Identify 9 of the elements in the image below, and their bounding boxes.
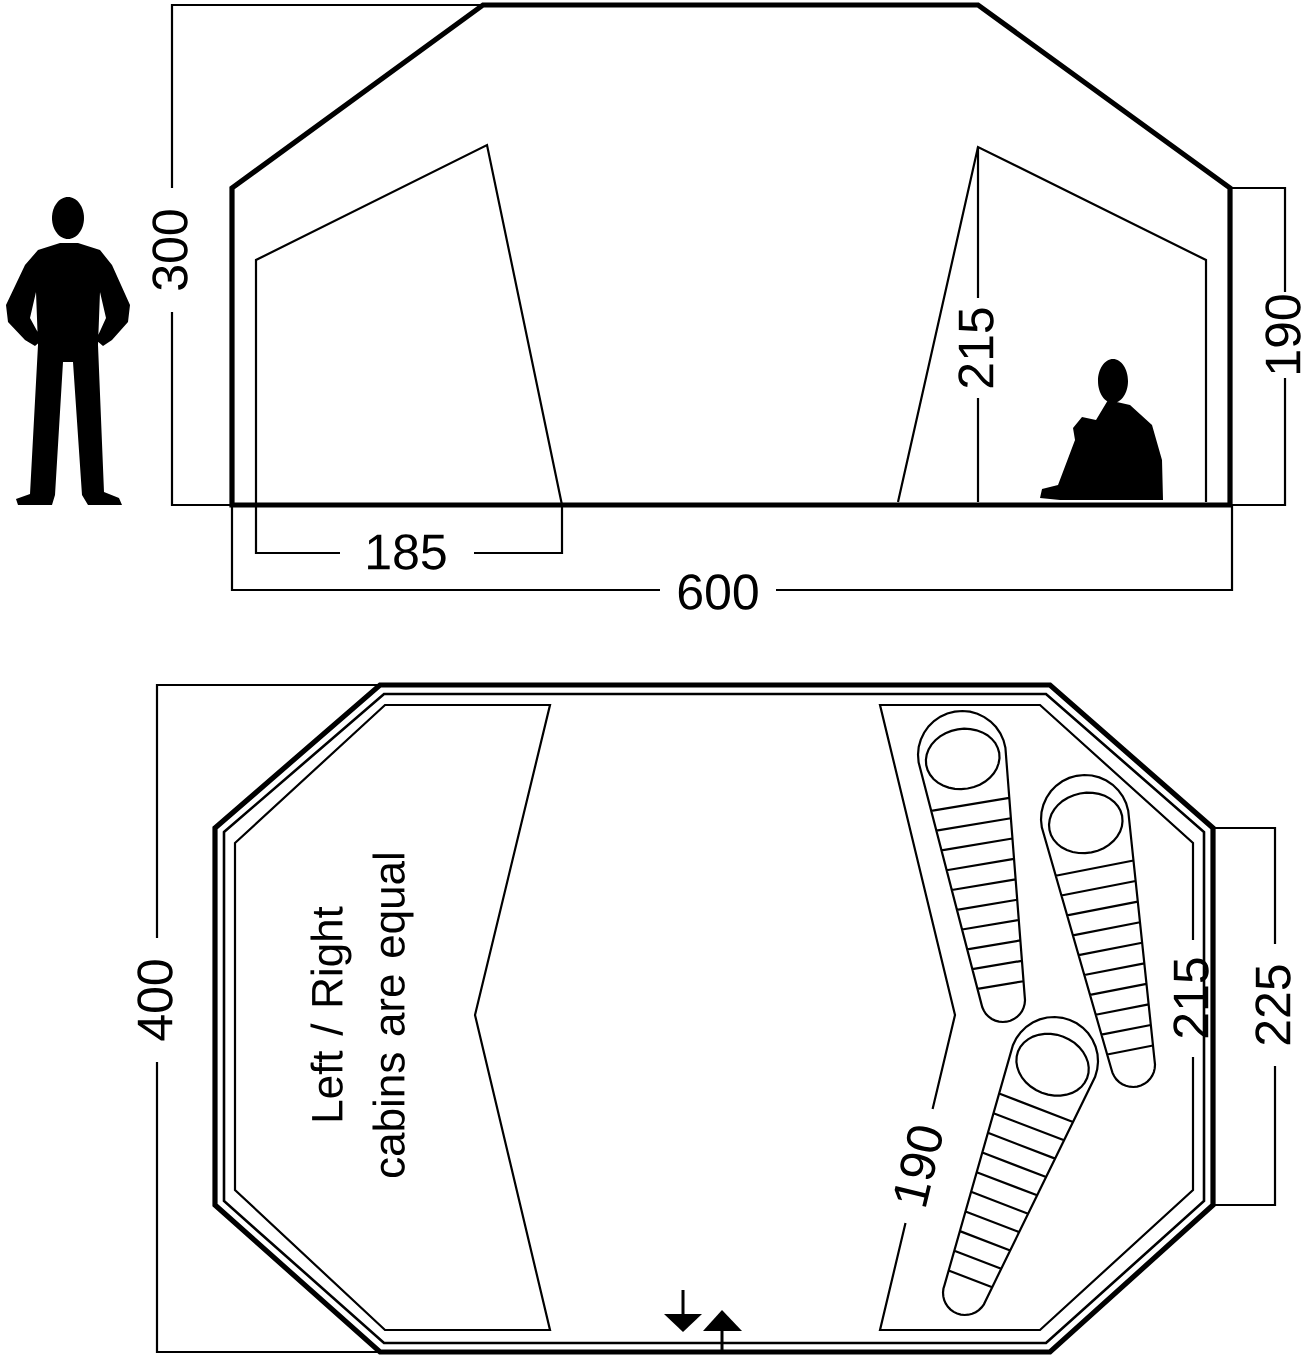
dimension-label: 190 <box>1265 295 1301 373</box>
dimension-label: 600 <box>678 574 758 610</box>
dimension-label: 225 <box>1255 965 1291 1045</box>
dimension-label: 185 <box>368 534 446 570</box>
dimension-label: 190 <box>894 1126 943 1207</box>
dimension-label: 215 <box>958 308 994 388</box>
dimension-label: 400 <box>137 960 173 1041</box>
note-text: Left / Right cabins are equal <box>310 854 414 1177</box>
dimension-label: 300 <box>152 210 188 290</box>
